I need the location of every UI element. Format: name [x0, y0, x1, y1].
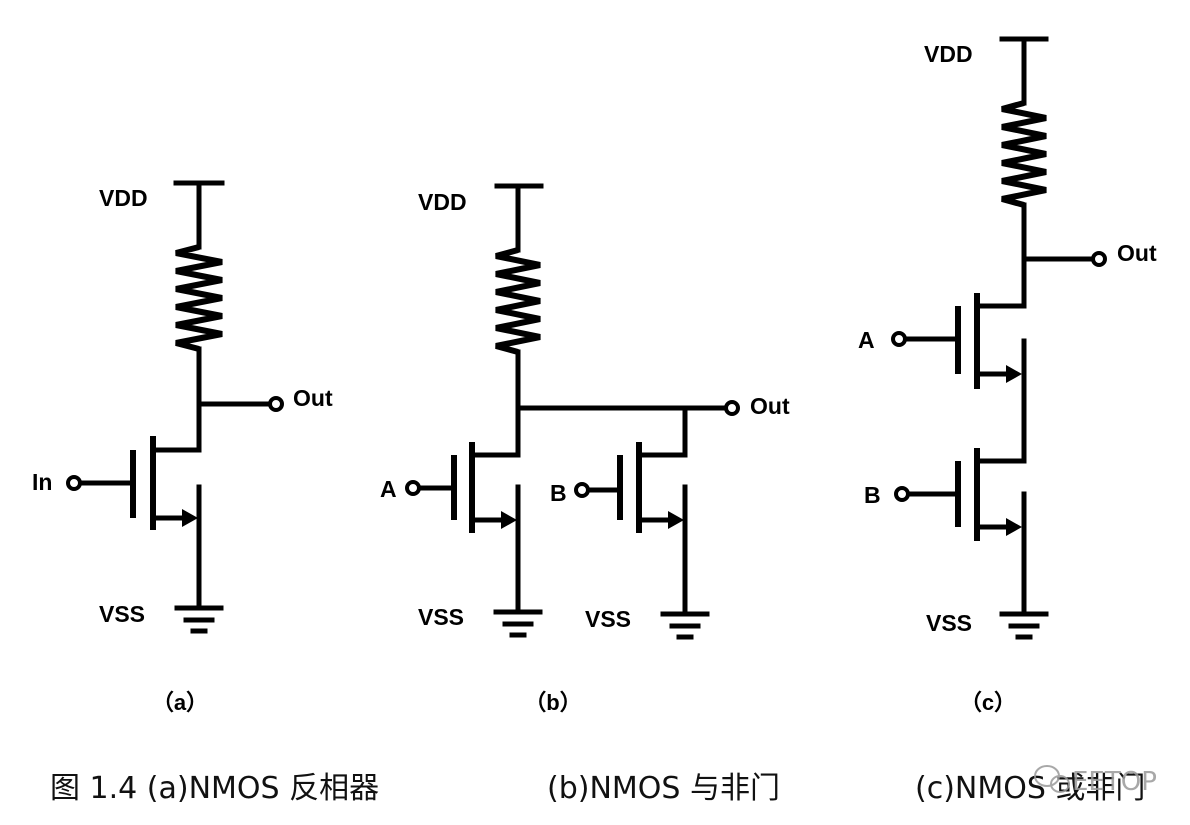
in-b-label-c: B [864, 482, 881, 508]
nmos-transistor-c-b [955, 448, 1027, 615]
sub-label-a: （a） [152, 690, 208, 715]
circuit-c: VDD Out A B VSS （c） [858, 36, 1157, 715]
source-arrow [182, 509, 198, 527]
nmos-transistor-a [130, 436, 202, 609]
out-label-a: Out [293, 385, 333, 411]
sub-label-b: （b） [524, 690, 581, 715]
in-label-a: In [32, 469, 52, 495]
ground-symbol-b-2 [660, 611, 710, 640]
in-terminal-c-b [894, 486, 910, 502]
sub-label-c: （c） [960, 690, 1016, 715]
in-b-label-b: B [550, 480, 567, 506]
in-terminal-c-a [891, 331, 907, 347]
source-arrow [1006, 518, 1022, 536]
resistor-b [495, 247, 541, 355]
out-terminal-c [1091, 251, 1107, 267]
vss-label-a: VSS [99, 601, 145, 627]
vdd-label-b: VDD [418, 189, 467, 215]
out-terminal-b [724, 400, 740, 416]
circuit-a: VDD Out In VSS （a） [32, 180, 333, 715]
watermark: EETOP [1034, 765, 1157, 797]
nmos-transistor-b-a [451, 442, 521, 613]
source-arrow [501, 511, 517, 529]
resistor-a [175, 244, 223, 352]
in-a-label-b: A [380, 476, 397, 502]
wechat-icon [1034, 765, 1070, 793]
watermark-text: EETOP [1072, 767, 1157, 797]
caption-b: (b)NMOS 与非门 [547, 771, 780, 806]
caption-a: 图 1.4 (a)NMOS 反相器 [50, 771, 379, 806]
caption-c: (c)NMOS 或非门 [915, 771, 1145, 806]
circuit-b: VDD Out A B VSS VSS （b） [380, 183, 790, 715]
source-arrow [668, 511, 684, 529]
nmos-transistor-b-b [617, 442, 688, 615]
in-terminal-a [66, 475, 82, 491]
out-label-c: Out [1117, 240, 1157, 266]
in-a-label-c: A [858, 327, 875, 353]
ground-symbol-c [999, 611, 1049, 640]
vss-label-c: VSS [926, 610, 972, 636]
ground-symbol-a [174, 605, 224, 634]
in-terminal-b-b [574, 482, 590, 498]
out-label-b: Out [750, 393, 790, 419]
vss-label-b-1: VSS [418, 604, 464, 630]
source-arrow [1006, 365, 1022, 383]
nmos-transistor-c-a [955, 293, 1027, 464]
in-terminal-b-a [405, 480, 421, 496]
ground-symbol-b-1 [493, 609, 543, 638]
resistor-c [1001, 100, 1047, 208]
out-terminal-a [268, 396, 284, 412]
vss-label-b-2: VSS [585, 606, 631, 632]
vdd-label-c: VDD [924, 41, 973, 67]
vdd-label-a: VDD [99, 185, 148, 211]
